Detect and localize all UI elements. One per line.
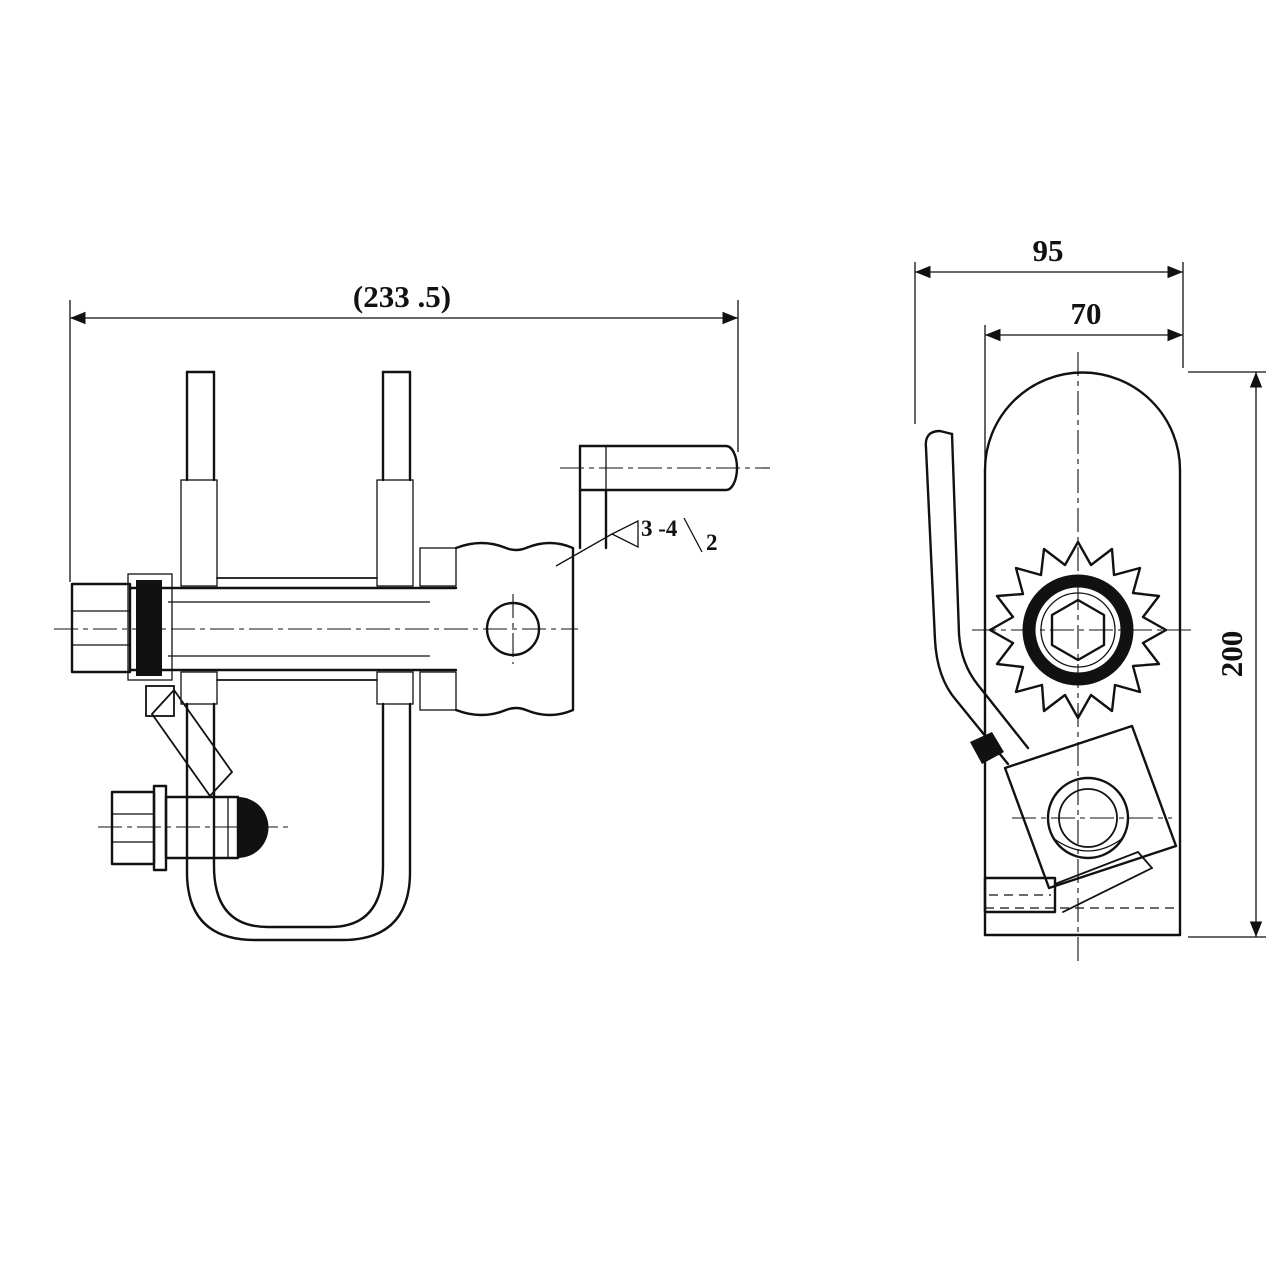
finish-symbol bbox=[610, 519, 639, 549]
pawl-assembly bbox=[145, 685, 234, 798]
u-bolt-posts bbox=[185, 370, 412, 482]
side-view: (233 .5) bbox=[54, 279, 770, 942]
dimension-depth: 95 bbox=[914, 233, 1184, 424]
hub-collar bbox=[1052, 837, 1124, 852]
winch-shaft bbox=[128, 586, 458, 672]
ratchet-gear bbox=[988, 540, 1168, 720]
pawl-plate bbox=[1003, 724, 1178, 890]
drum-flange-left bbox=[180, 479, 218, 587]
body-top-arc bbox=[983, 371, 1182, 472]
u-frame-outer bbox=[185, 702, 412, 942]
dimension-inner-width: 70 bbox=[984, 296, 1183, 462]
release-lever bbox=[924, 429, 1030, 766]
crank-arm bbox=[578, 444, 608, 550]
gear-hex-nut bbox=[1050, 598, 1106, 662]
pawl-bolt bbox=[98, 784, 290, 872]
leader-line bbox=[555, 533, 613, 567]
dim-label-height: 200 bbox=[1214, 631, 1249, 678]
pawl-arm bbox=[150, 688, 234, 798]
drum-barrel bbox=[216, 577, 378, 681]
pawl-bolt-hex bbox=[110, 790, 156, 866]
drum-flange-right-lower bbox=[376, 671, 414, 705]
gear-hub-bore bbox=[1040, 592, 1116, 668]
drum-flange-left-lower bbox=[180, 671, 218, 705]
finish-grade-label: 2 bbox=[706, 530, 718, 555]
dim-label-overall-width: (233 .5) bbox=[353, 279, 451, 314]
pawl-bolt-cap bbox=[238, 797, 269, 858]
hex-shaft-end bbox=[70, 582, 132, 674]
u-frame bbox=[185, 702, 412, 942]
lever-top-cap bbox=[924, 429, 954, 450]
pawl-hub-outer bbox=[1046, 776, 1130, 860]
dim-label-depth: 95 bbox=[1033, 233, 1064, 268]
mount-bracket bbox=[983, 851, 1153, 914]
crank-hub bbox=[419, 541, 575, 717]
body-outline bbox=[983, 371, 1182, 937]
drum-flange-right bbox=[376, 479, 414, 587]
dimension-height: 200 bbox=[1188, 371, 1266, 938]
finish-range-label: 3 -4 bbox=[641, 516, 678, 541]
crank-handle bbox=[560, 444, 770, 492]
lever-weld-mark bbox=[970, 732, 1004, 764]
finish-divider bbox=[683, 517, 703, 553]
surface-finish-callout: 3 -4 2 bbox=[555, 516, 718, 567]
pawl-bolt-washer bbox=[152, 784, 168, 872]
dimension-overall-width: (233 .5) bbox=[69, 279, 739, 582]
lock-washer bbox=[127, 573, 173, 681]
dim-label-inner-width: 70 bbox=[1071, 296, 1102, 331]
u-frame-inner bbox=[212, 702, 385, 929]
gear-hub-ring bbox=[1022, 574, 1134, 686]
front-view: 95 70 200 bbox=[914, 233, 1266, 962]
